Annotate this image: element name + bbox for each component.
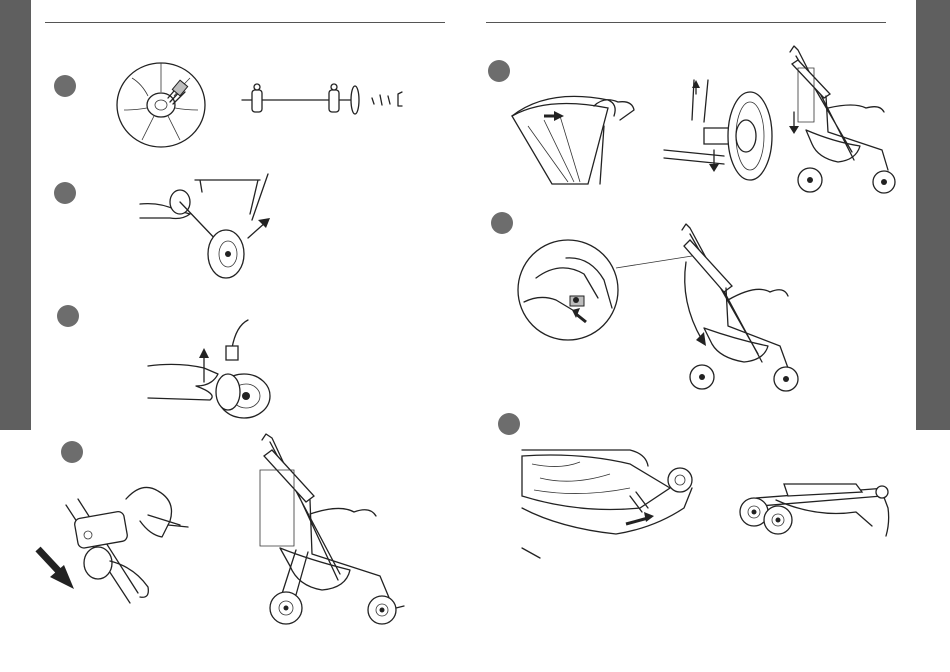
left-side-tab — [0, 0, 31, 430]
step-marker-right-3 — [498, 413, 520, 435]
front-wheel-lift-illustration — [148, 318, 283, 422]
stroller-side-illustration — [784, 42, 904, 197]
attach-rear-wheel-illustration — [140, 172, 280, 282]
step-marker-left-4 — [61, 441, 83, 463]
step-marker-left-3 — [57, 305, 79, 327]
right-side-tab — [916, 0, 950, 430]
stroller-unfolded-illustration — [250, 430, 415, 630]
stroller-folded-illustration — [736, 478, 896, 548]
fold-lever-closeup-illustration — [516, 238, 696, 348]
step-marker-right-1 — [488, 60, 510, 82]
unlock-hinge-closeup-illustration — [30, 475, 190, 615]
left-header-rule — [45, 22, 445, 23]
stroller-folding-illustration — [678, 222, 808, 397]
canopy-push-illustration — [508, 86, 648, 186]
right-header-rule — [486, 22, 886, 23]
step-marker-left-1 — [54, 75, 76, 97]
axle-parts-illustration — [240, 78, 410, 126]
wheel-cap-illustration — [112, 58, 212, 154]
fold-latch-closeup-illustration — [520, 448, 700, 560]
step-marker-right-2 — [491, 212, 513, 234]
brake-wheel-illustration — [664, 80, 779, 190]
step-marker-left-2 — [54, 182, 76, 204]
